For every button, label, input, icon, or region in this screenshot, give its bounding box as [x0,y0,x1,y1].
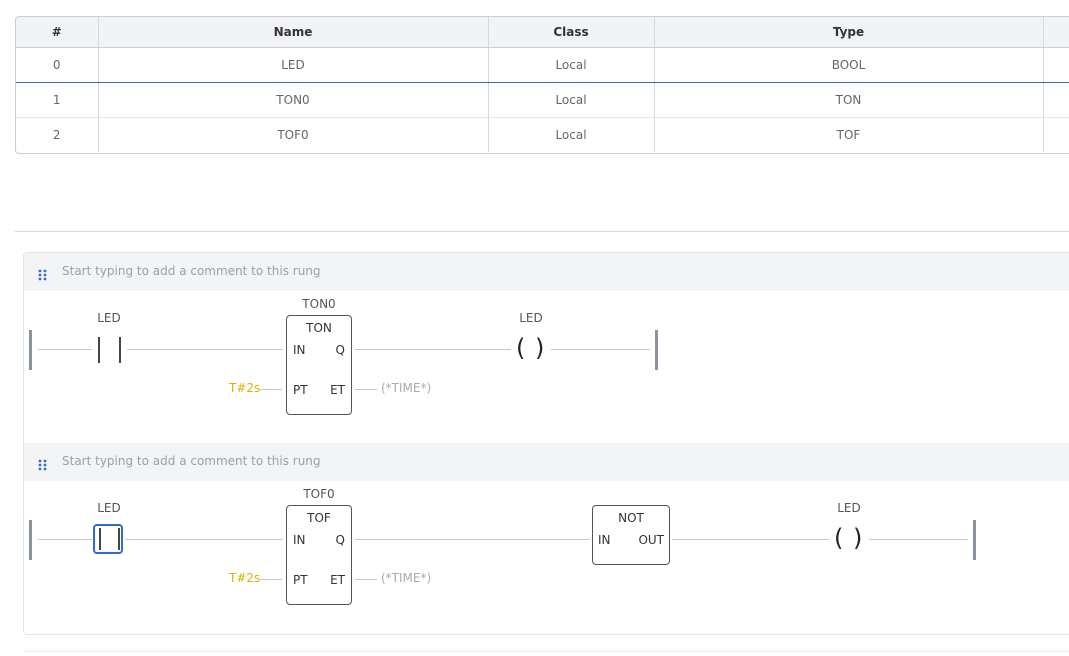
section-divider [15,231,1069,232]
table-row[interactable]: 0 LED Local BOOL [16,47,1069,83]
block-type: NOT [618,511,644,525]
drag-handle-icon[interactable] [38,266,48,285]
wire [672,539,829,540]
block-type: TOF [307,511,331,525]
wire [355,349,511,350]
cell-index[interactable]: 1 [16,82,99,118]
wire [869,539,968,540]
pin-in: IN [293,343,306,357]
table-row[interactable]: 2 TOF0 Local TOF [16,117,1069,152]
table-header-row: # Name Class Type [16,17,1069,48]
pin-out: OUT [638,533,664,547]
et-value[interactable]: (*TIME*) [381,571,432,585]
et-value[interactable]: (*TIME*) [381,381,432,395]
cell-index[interactable]: 2 [16,117,99,152]
coil-icon[interactable]: ( ) [834,524,863,552]
pin-in: IN [293,533,306,547]
coil-label: LED [837,501,861,515]
column-header-name[interactable]: Name [98,17,489,48]
cell-extra[interactable] [1043,82,1069,118]
column-header-class[interactable]: Class [488,17,655,48]
table-row[interactable]: 1 TON0 Local TON [16,82,1069,118]
coil-label: LED [519,311,543,325]
right-power-rail [973,520,976,560]
column-header-type[interactable]: Type [654,17,1044,48]
wire [127,349,283,350]
pin-et: ET [330,383,345,397]
block-instance-name: TON0 [302,297,336,311]
variables-table: # Name Class Type 0 LED Local BOOL 1 TON… [15,16,1069,154]
wire [355,579,377,580]
pin-pt: PT [293,383,308,397]
wire [551,349,650,350]
cell-extra[interactable] [1043,47,1069,83]
column-header-index[interactable]: # [16,17,99,48]
pt-value[interactable]: T#2s [229,381,261,395]
cell-type[interactable]: TON [654,82,1044,118]
rung-2-comment-bar[interactable]: Start typing to add a comment to this ru… [24,443,1069,481]
pin-et: ET [330,573,345,587]
block-type: TON [306,321,332,335]
selection-outline [93,524,123,554]
not-function-block[interactable]: NOT IN OUT [592,505,670,565]
cell-extra[interactable] [1043,117,1069,152]
wire [38,349,92,350]
rung-comment-input[interactable]: Start typing to add a comment to this ru… [62,264,321,278]
wire [260,389,282,390]
cell-type[interactable]: BOOL [654,47,1044,83]
ton-function-block[interactable]: TON IN Q PT ET [286,315,352,415]
cell-class[interactable]: Local [488,47,655,83]
rung-comment-input[interactable]: Start typing to add a comment to this ru… [62,454,321,468]
left-power-rail [29,330,32,370]
pin-in: IN [598,533,611,547]
contact-right-bar [118,528,120,550]
left-power-rail [29,520,32,560]
pt-value[interactable]: T#2s [229,571,261,585]
block-instance-name: TOF0 [303,487,335,501]
coil-icon[interactable]: ( ) [516,334,545,362]
wire [355,539,590,540]
cell-type[interactable]: TOF [654,117,1044,152]
contact-left-bar [98,337,100,363]
contact-left-bar [99,528,101,550]
wire [355,389,377,390]
cell-name[interactable]: TON0 [98,82,489,118]
cell-name[interactable]: TOF0 [98,117,489,152]
bottom-divider [23,651,1069,652]
rung-1-comment-bar[interactable]: Start typing to add a comment to this ru… [24,253,1069,291]
column-header-extra [1043,17,1069,48]
contact-label: LED [97,311,121,325]
pin-q: Q [335,533,345,547]
wire [38,539,92,540]
drag-handle-icon[interactable] [38,456,48,475]
wire [260,579,282,580]
right-power-rail [655,330,658,370]
cell-index[interactable]: 0 [16,47,99,83]
pin-q: Q [335,343,345,357]
tof-function-block[interactable]: TOF IN Q PT ET [286,505,352,605]
cell-class[interactable]: Local [488,82,655,118]
pin-pt: PT [293,573,308,587]
cell-name[interactable]: LED [98,47,489,83]
contact-label: LED [97,501,121,515]
wire [125,539,283,540]
cell-class[interactable]: Local [488,117,655,152]
contact-right-bar [119,337,121,363]
